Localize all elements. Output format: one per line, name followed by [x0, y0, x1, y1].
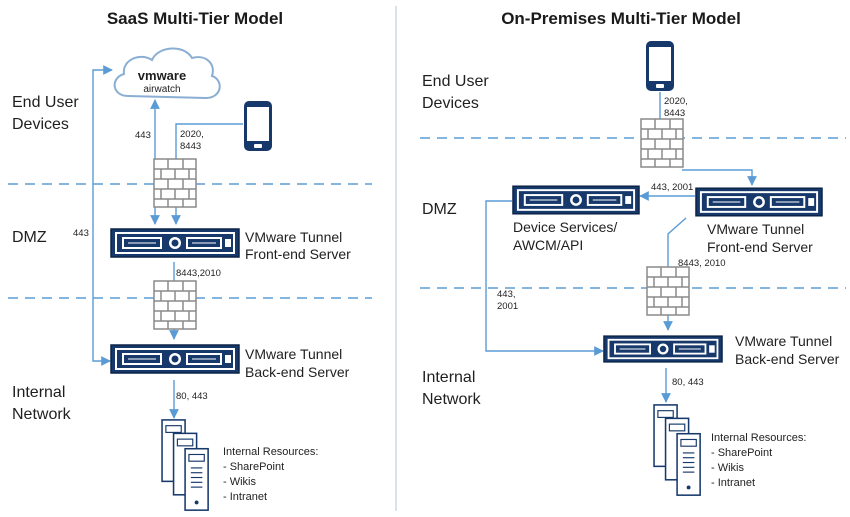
saas-internal-resources-icon	[161, 419, 209, 511]
onprem-port-front-ds: 443, 2001	[651, 182, 693, 193]
onprem-zone-internal-line2: Network	[422, 391, 482, 408]
onprem-port-front-back: 8443, 2010	[678, 258, 726, 269]
saas-resources-heading: Internal Resources:	[223, 446, 318, 458]
onprem-device-services-server-icon	[512, 185, 640, 215]
saas-cloud-to-backend-connector	[92, 65, 113, 366]
saas-zone-end-user-line2: Devices	[12, 116, 69, 133]
onprem-resources-heading: Internal Resources:	[711, 432, 806, 444]
saas-zone-internal-line2: Network	[12, 406, 72, 423]
saas-port-cloud: 443	[135, 130, 151, 141]
onprem-frontend-label-line1: VMware Tunnel	[707, 221, 804, 237]
saas-port-front-back: 8443,2010	[176, 268, 221, 279]
onprem-port-device-line2: 8443	[664, 108, 685, 119]
onprem-resource-sharepoint: - SharePoint	[711, 447, 772, 459]
airwatch-cloud-icon	[113, 47, 221, 100]
cloud-product-text: airwatch	[143, 84, 180, 95]
onprem-frontend-label-line2: Front-end Server	[707, 239, 813, 255]
saas-firewall-2-icon	[153, 280, 197, 330]
onprem-firewall-1-icon	[640, 118, 684, 168]
onprem-zone-dmz: DMZ	[422, 201, 457, 218]
saas-backend-label-line1: VMware Tunnel	[245, 346, 342, 362]
onprem-title: On-Premises Multi-Tier Model	[501, 9, 741, 28]
cloud-brand-text: vmware	[138, 68, 186, 83]
saas-zone-internal-line1: Internal	[12, 384, 65, 401]
saas-frontend-server-icon	[110, 227, 240, 259]
onprem-backend-label-line1: VMware Tunnel	[735, 333, 832, 349]
onprem-frontend-server-icon	[695, 187, 823, 217]
saas-backend-server-icon	[110, 343, 240, 375]
saas-resource-intranet: - Intranet	[223, 491, 267, 503]
saas-frontend-label-line1: VMware Tunnel	[245, 229, 342, 245]
onprem-firewall-2-icon	[646, 266, 690, 316]
saas-resource-wikis: - Wikis	[223, 476, 256, 488]
onprem-zone-end-user-line1: End User	[422, 73, 489, 90]
saas-backend-label-line2: Back-end Server	[245, 364, 350, 380]
onprem-resource-wikis: - Wikis	[711, 462, 744, 474]
onprem-backend-label-line2: Back-end Server	[735, 351, 840, 367]
onprem-device-services-label-line1: Device Services/	[513, 219, 617, 235]
onprem-device-services-to-backend-connector	[485, 200, 604, 356]
onprem-zone-internal-line1: Internal	[422, 369, 475, 386]
saas-zone-end-user-line1: End User	[12, 94, 79, 111]
onprem-internal-resources-icon	[653, 404, 701, 496]
onprem-port-ds-back-line1: 443,	[497, 289, 516, 300]
saas-title: SaaS Multi-Tier Model	[107, 9, 283, 28]
onprem-backend-server-icon	[603, 335, 723, 363]
onprem-port-back-resources: 80, 443	[672, 377, 704, 388]
saas-port-back-resources: 80, 443	[176, 391, 208, 402]
onprem-firewall-to-frontend-connector	[682, 169, 757, 186]
onprem-device-services-label-line2: AWCM/API	[513, 237, 583, 253]
saas-port-side: 443	[73, 228, 89, 239]
onprem-zone-end-user-line2: Devices	[422, 95, 479, 112]
saas-firewall-1-icon	[153, 158, 197, 208]
saas-port-device-line2: 8443	[180, 141, 201, 152]
saas-port-device-line1: 2020,	[180, 129, 204, 140]
saas-frontend-label-line2: Front-end Server	[245, 246, 351, 262]
onprem-mobile-device-icon	[646, 41, 674, 91]
saas-mobile-device-icon	[244, 101, 272, 151]
onprem-port-ds-back-line2: 2001	[497, 301, 518, 312]
onprem-resource-intranet: - Intranet	[711, 477, 755, 489]
onprem-port-device-line1: 2020,	[664, 96, 688, 107]
saas-zone-dmz: DMZ	[12, 229, 47, 246]
saas-resource-sharepoint: - SharePoint	[223, 461, 284, 473]
